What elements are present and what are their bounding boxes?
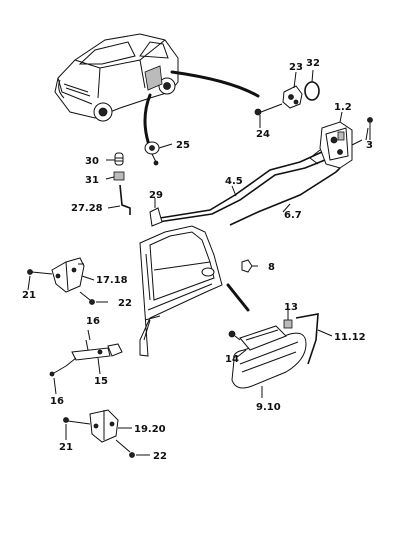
leader-thick-2 [143, 93, 152, 150]
label-24: 24 [256, 129, 270, 140]
rod-4-5 [159, 151, 323, 219]
label-11-12: 11.12 [334, 332, 366, 343]
screw-24 [254, 103, 283, 116]
grommet-25 [144, 141, 160, 166]
door-lock-assembly [309, 121, 363, 169]
label-3: 3 [366, 140, 373, 151]
bracket-29 [149, 202, 163, 227]
label-17-18: 17.18 [96, 275, 128, 286]
label-22-lower: 22 [153, 451, 167, 462]
car-illustration [54, 33, 179, 122]
label-4-5: 4.5 [225, 176, 243, 187]
label-9-10: 9.10 [256, 402, 281, 413]
clip-31 [113, 171, 125, 181]
upper-hinge [27, 257, 95, 305]
rod-4-5-b [157, 159, 326, 223]
label-29: 29 [149, 190, 163, 201]
leader-thick-3 [226, 283, 250, 312]
label-32: 32 [306, 58, 320, 69]
label-23: 23 [289, 62, 303, 73]
leader-thick-1 [170, 70, 260, 98]
label-30: 30 [85, 156, 99, 167]
label-14: 14 [225, 354, 239, 365]
label-21-lower: 21 [59, 442, 73, 453]
label-31: 31 [85, 175, 99, 186]
outside-handle [228, 325, 307, 389]
lower-hinge [63, 409, 135, 458]
label-1-2: 1.2 [334, 102, 352, 113]
label-19-20: 19.20 [134, 424, 166, 435]
rod-27-28 [119, 184, 131, 215]
rod-11-12 [295, 313, 319, 365]
label-6-7: 6.7 [284, 210, 302, 221]
knob-30 [114, 152, 124, 166]
leader-lines [27, 69, 369, 456]
rear-door [139, 225, 223, 357]
door-check [49, 329, 123, 377]
rod-6-7 [229, 167, 341, 226]
label-22-upper: 22 [118, 298, 132, 309]
label-16-lower: 16 [50, 396, 64, 407]
label-25: 25 [176, 140, 190, 151]
label-15: 15 [94, 376, 108, 387]
nut-8 [241, 259, 253, 273]
label-8: 8 [268, 262, 275, 273]
label-27-28: 27.28 [71, 203, 103, 214]
label-13: 13 [284, 302, 298, 313]
striker-23 [282, 81, 320, 109]
label-16-upper: 16 [86, 316, 100, 327]
label-21-upper: 21 [22, 290, 36, 301]
screw-3 [367, 117, 373, 140]
